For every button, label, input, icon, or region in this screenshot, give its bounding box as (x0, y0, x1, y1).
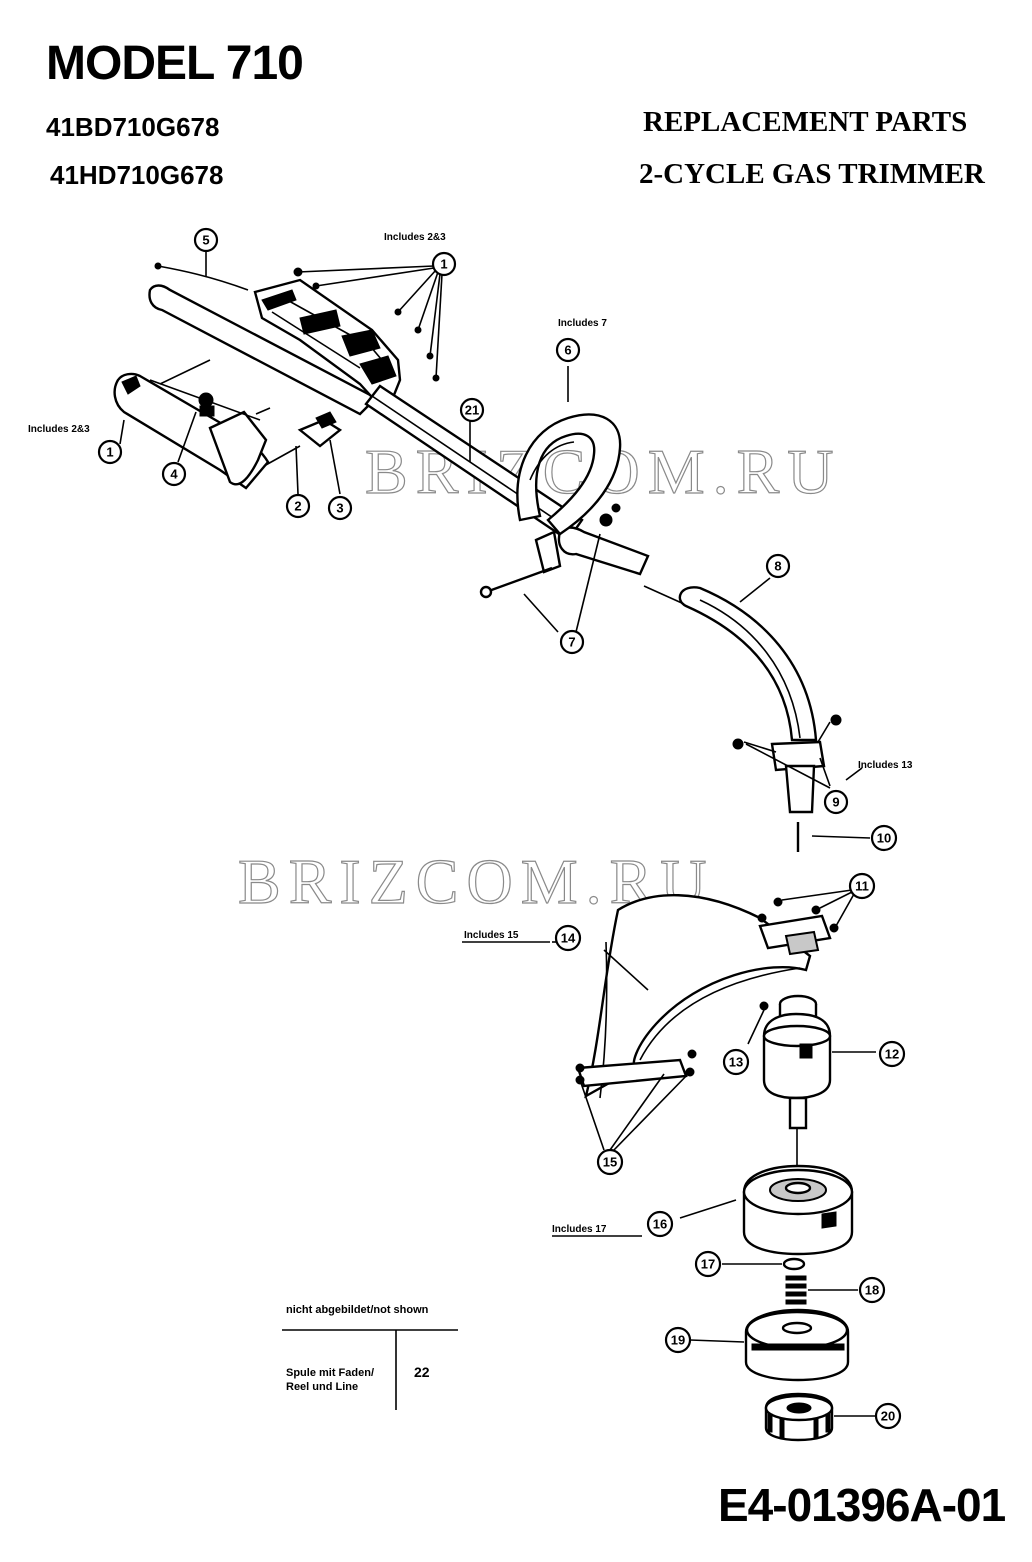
callout-10: 10 (870, 824, 898, 852)
callout-15: 15 (596, 1148, 624, 1176)
callout-21: 21 (459, 397, 485, 423)
callout-1-top: 1 (431, 251, 457, 277)
callout-2-label: 2 (294, 499, 301, 514)
callout-11-label: 11 (855, 879, 869, 894)
note-includes-13: Includes 13 (858, 760, 913, 771)
air-filter-group (113, 359, 343, 495)
callout-12-label: 12 (885, 1047, 899, 1062)
callout-15-label: 15 (603, 1155, 617, 1170)
callout-3-label: 3 (336, 501, 343, 516)
part-number-2: 41HD710G678 (50, 160, 224, 190)
note-includes-7: Includes 7 (558, 318, 607, 329)
callout-13: 13 (722, 1048, 750, 1076)
document-code: E4-01396A-01 (718, 1479, 1006, 1531)
callout-14: 14 (554, 924, 582, 952)
callout-12: 12 (878, 1040, 906, 1068)
callout-18: 18 (858, 1276, 886, 1304)
callout-3: 3 (327, 495, 353, 521)
part-number-1: 41BD710G678 (46, 112, 220, 142)
callout-19: 19 (664, 1326, 692, 1354)
not-shown-description: Spule mit Faden/ Reel und Line (286, 1367, 375, 1393)
callout-14-label: 14 (561, 931, 576, 946)
callout-18-label: 18 (865, 1283, 879, 1298)
title-trimmer: 2-CYCLE GAS TRIMMER (639, 158, 985, 190)
callout-1-left: 1 (97, 439, 123, 465)
engine-housing (148, 262, 402, 416)
callout-16-label: 16 (653, 1217, 667, 1232)
callout-4: 4 (161, 461, 187, 487)
debris-guard (552, 889, 855, 1153)
callout-5-label: 5 (202, 233, 209, 248)
callout-21-label: 21 (465, 403, 479, 418)
callout-17: 17 (694, 1250, 722, 1278)
callout-2: 2 (285, 493, 311, 519)
callout-9-label: 9 (832, 795, 839, 810)
bump-knob (764, 1392, 876, 1442)
callout-7: 7 (559, 629, 585, 655)
note-includes-15: Includes 15 (464, 930, 519, 941)
callout-5: 5 (193, 227, 219, 253)
note-includes-2-3-top: Includes 2&3 (384, 232, 446, 243)
callout-6: 6 (555, 337, 581, 363)
callout-10-label: 10 (877, 831, 891, 846)
model-title: MODEL 710 (46, 37, 304, 90)
spring-and-washer (722, 1257, 858, 1305)
leaders-callout-1-top (205, 250, 443, 382)
title-replacement-parts: REPLACEMENT PARTS (643, 106, 968, 138)
spool-housing (679, 1164, 854, 1256)
callout-16: 16 (646, 1210, 674, 1238)
not-shown-heading: nicht abgebildet/not shown (286, 1304, 429, 1316)
callout-1-left-label: 1 (106, 445, 113, 460)
callout-7-label: 7 (568, 635, 575, 650)
note-includes-2-3-left: Includes 2&3 (28, 424, 90, 435)
lower-shaft (643, 577, 818, 742)
callout-13-label: 13 (729, 1055, 743, 1070)
callout-8-label: 8 (774, 559, 781, 574)
gear-head (747, 994, 876, 1172)
callout-8: 8 (765, 553, 791, 579)
callout-4-label: 4 (170, 467, 178, 482)
callout-20-label: 20 (881, 1409, 895, 1424)
callout-6-label: 6 (564, 343, 571, 358)
callout-11: 11 (848, 872, 876, 900)
callout-19-label: 19 (671, 1333, 685, 1348)
callout-9: 9 (823, 789, 849, 815)
not-shown-number: 22 (414, 1364, 430, 1380)
callout-20: 20 (874, 1402, 902, 1430)
shaft-clamp (732, 714, 871, 852)
line-spool (689, 1308, 850, 1382)
callout-1-top-label: 1 (440, 257, 447, 272)
handle-assembly (479, 366, 622, 633)
callout-17-label: 17 (701, 1257, 715, 1272)
note-includes-17: Includes 17 (552, 1224, 607, 1235)
